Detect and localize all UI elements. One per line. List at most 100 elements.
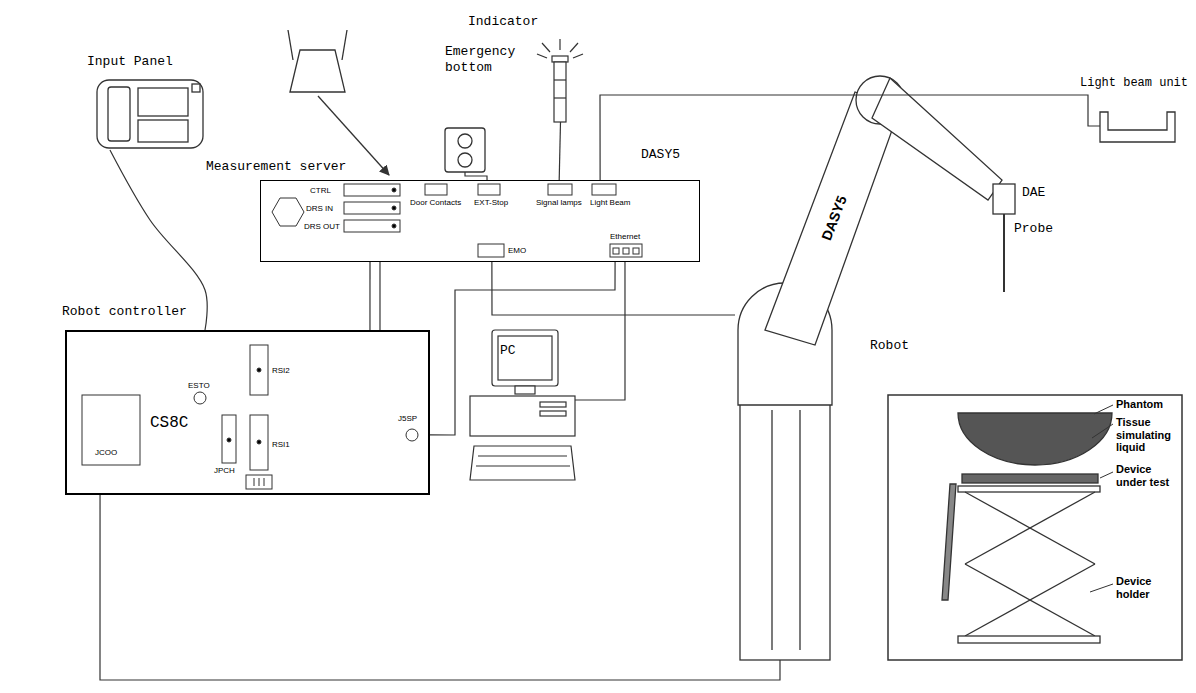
emergency-button-shape bbox=[458, 153, 472, 167]
pc-shape bbox=[470, 396, 575, 436]
part-label: Probe bbox=[1014, 222, 1053, 237]
cable-line bbox=[465, 172, 487, 180]
wireless-device bbox=[288, 30, 389, 175]
port-label: CTRL bbox=[310, 186, 331, 195]
controller-ports bbox=[82, 345, 418, 489]
server-ports bbox=[623, 248, 629, 254]
controller-ports bbox=[222, 415, 236, 463]
port-label: RSI2 bbox=[272, 366, 290, 375]
indicator-lamp: Indicator bbox=[553, 50, 568, 122]
indicator-lamp-shape bbox=[559, 39, 560, 50]
cable-line bbox=[600, 95, 1100, 180]
indicator-lamp-shape bbox=[570, 43, 578, 52]
cable-line bbox=[575, 262, 625, 400]
wireless-device bbox=[290, 50, 345, 92]
node-label: Indicator bbox=[468, 14, 538, 30]
server-ports bbox=[344, 184, 400, 196]
controller-ports bbox=[406, 429, 418, 441]
pc-shape bbox=[470, 446, 575, 480]
emergency-button-shape bbox=[445, 128, 485, 172]
controller-ports bbox=[254, 478, 255, 486]
pc: PC bbox=[468, 325, 575, 485]
callout-label: Phantom bbox=[1116, 398, 1176, 411]
pc-shape bbox=[515, 386, 535, 394]
input-panel-shape bbox=[192, 84, 200, 92]
node-label: Robot controller bbox=[62, 304, 187, 320]
indicator-lamp-shape bbox=[573, 54, 583, 58]
wireless-device bbox=[288, 30, 293, 60]
cable-line bbox=[379, 262, 380, 330]
port-label: RSI1 bbox=[272, 440, 290, 449]
callout-label: Device holder bbox=[1116, 575, 1176, 600]
indicator-lamp-shape bbox=[537, 54, 547, 58]
input-panel-shape bbox=[138, 88, 188, 116]
controller-ports bbox=[250, 415, 268, 470]
phantom-setup bbox=[1094, 405, 1113, 414]
controller-ports bbox=[227, 438, 231, 442]
node-label: Robot bbox=[870, 338, 909, 354]
server-ports bbox=[392, 206, 396, 210]
server-ports bbox=[592, 184, 616, 195]
light-beam-shape bbox=[1100, 112, 1175, 142]
server-ports bbox=[392, 224, 396, 228]
server-ports bbox=[425, 184, 447, 195]
phantom-setup bbox=[965, 564, 1095, 636]
cable-line bbox=[369, 262, 370, 330]
node-label: DASY5 bbox=[641, 147, 680, 163]
robot: Robot bbox=[735, 300, 830, 660]
port-label: Door Contacts bbox=[410, 198, 461, 207]
wireless-device bbox=[342, 30, 347, 60]
controller-ports bbox=[264, 478, 265, 486]
server-ports bbox=[613, 248, 619, 254]
port-label: JPCH bbox=[214, 466, 235, 475]
server-ports bbox=[272, 198, 304, 226]
indicator-lamp-shape bbox=[554, 62, 566, 122]
port-label: EXT-Stop bbox=[474, 198, 508, 207]
indicator-lamp-shape bbox=[537, 39, 583, 122]
indicator-lamp-shape bbox=[554, 97, 566, 98]
phantom-setup bbox=[965, 492, 1095, 564]
indicator-lamp-shape bbox=[554, 79, 566, 80]
port-label: DRS OUT bbox=[304, 222, 340, 231]
cable-line bbox=[430, 262, 615, 435]
callout-label: Device under test bbox=[1116, 463, 1176, 488]
controller-ports bbox=[259, 478, 260, 486]
node-label: Emergency bottom bbox=[445, 44, 527, 75]
phantom-setup bbox=[958, 486, 1100, 492]
cable-line bbox=[492, 262, 735, 315]
light-beam-unit: Light beam unit bbox=[1100, 110, 1175, 142]
node-label: PC bbox=[500, 343, 516, 359]
pc-shape bbox=[476, 465, 570, 466]
server-ports bbox=[478, 184, 500, 195]
robot-shape bbox=[738, 76, 1015, 660]
port-label: JCOO bbox=[95, 448, 117, 457]
port-label: DRS IN bbox=[306, 204, 333, 213]
port-label: Light Beam bbox=[590, 198, 630, 207]
part-label: DAE bbox=[1022, 186, 1045, 201]
robot-shape bbox=[799, 410, 800, 650]
emergency-button: Emergency bottom bbox=[445, 128, 485, 172]
input-panel-shape bbox=[108, 87, 130, 141]
phantom-setup bbox=[958, 413, 1112, 465]
light-beam-shape bbox=[1100, 112, 1175, 142]
arm-label: DASY5 bbox=[816, 189, 851, 247]
input-panel-shape bbox=[138, 120, 188, 142]
node-label: CS8C bbox=[150, 414, 188, 433]
indicator-lamp-shape bbox=[542, 43, 550, 52]
callout-label: Tissue simulating liquid bbox=[1116, 416, 1176, 454]
server-ports bbox=[478, 244, 504, 257]
input-panel-shape bbox=[97, 80, 203, 148]
port-label: Ethernet bbox=[610, 232, 640, 241]
pc-shape bbox=[492, 330, 558, 386]
controller-ports bbox=[246, 475, 272, 489]
input-panel-shape bbox=[97, 80, 203, 148]
cable-line bbox=[100, 495, 780, 680]
server-ports bbox=[344, 220, 400, 232]
cable-line bbox=[559, 122, 560, 180]
robot-shape bbox=[1003, 214, 1005, 292]
controller-ports bbox=[194, 392, 206, 404]
emergency-button-shape bbox=[458, 134, 472, 148]
